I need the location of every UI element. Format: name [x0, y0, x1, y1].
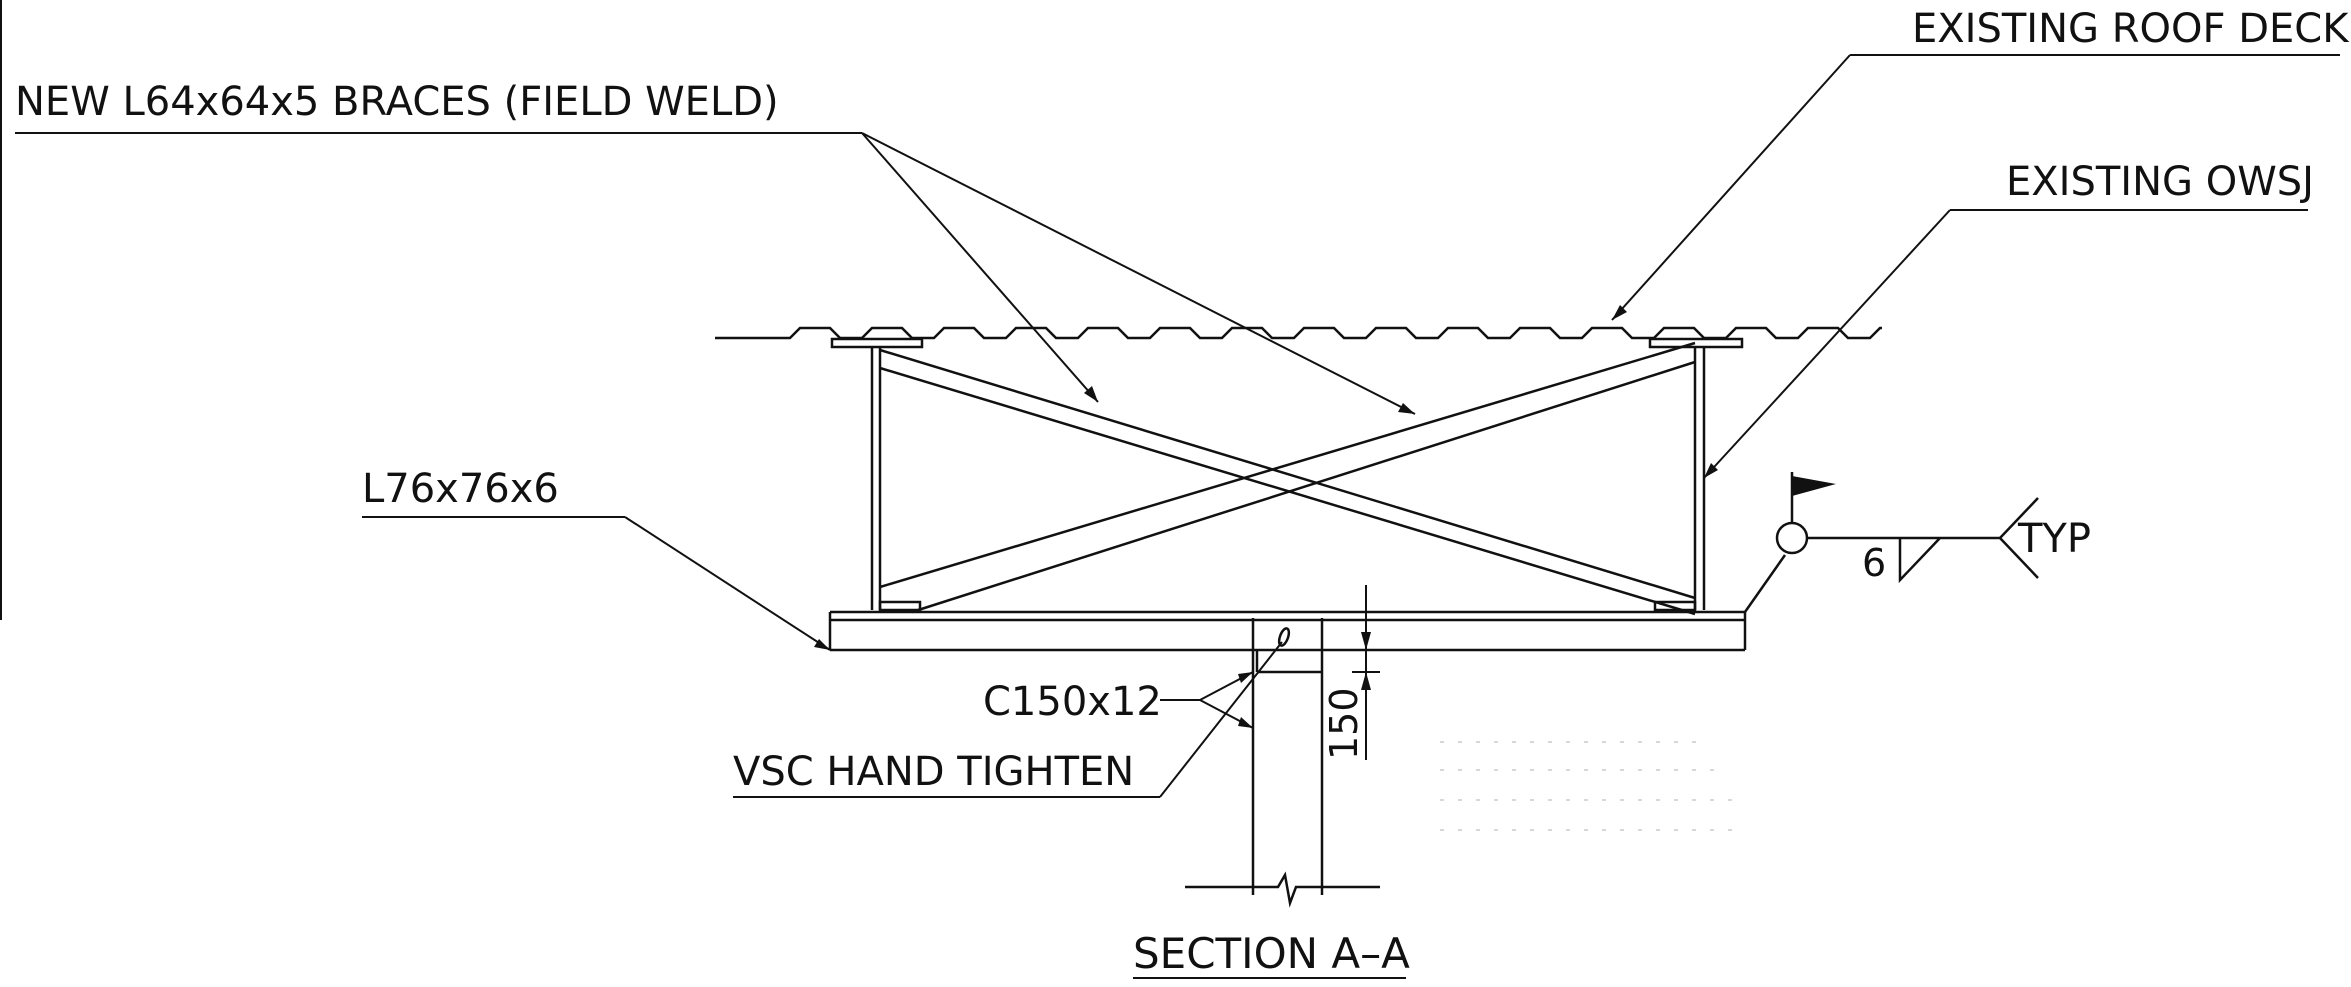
right-top-chord-plate: [1648, 337, 1744, 349]
right-joist-vertical: [1693, 347, 1706, 610]
left-top-chord-plate: [830, 337, 924, 349]
vsc-label: VSC HAND TIGHTEN: [733, 749, 1134, 795]
angle-label: L76x76x6: [362, 466, 559, 512]
roof-deck-leader: [1611, 54, 2340, 321]
weld-symbol: [1743, 472, 2039, 613]
braces-leader: [15, 132, 1416, 415]
scan-artifacts: [1440, 741, 1740, 831]
weld-size-label: 6: [1862, 541, 1886, 585]
existing-roof-deck-label: EXISTING ROOF DECK: [1912, 6, 2350, 52]
bottom-angle: [828, 610, 1747, 652]
section-title: SECTION A–A: [1133, 929, 1410, 978]
channel-leader: [1160, 671, 1254, 729]
vsc-bolt: [1277, 627, 1291, 647]
left-joist-vertical: [870, 347, 882, 610]
weld-note-typ: TYP: [2017, 516, 2091, 562]
channel-column: [1185, 618, 1380, 908]
roof-deck-profile: [715, 326, 1882, 340]
height-dimension-label: 150: [1322, 687, 1366, 760]
brace-falling: [879, 348, 1696, 616]
channel-label: C150x12: [983, 679, 1162, 725]
existing-owsj-label: EXISTING OWSJ: [2006, 159, 2314, 205]
new-braces-label: NEW L64x64x5 BRACES (FIELD WELD): [15, 79, 779, 125]
brace-rising: [879, 341, 1696, 614]
right-bottom-tab: [1653, 600, 1697, 612]
owsj-leader: [1703, 209, 2308, 479]
vsc-leader: [733, 641, 1283, 798]
height-dimension: [1352, 585, 1380, 760]
angle-leader: [362, 516, 831, 651]
left-bottom-tab: [878, 600, 922, 612]
